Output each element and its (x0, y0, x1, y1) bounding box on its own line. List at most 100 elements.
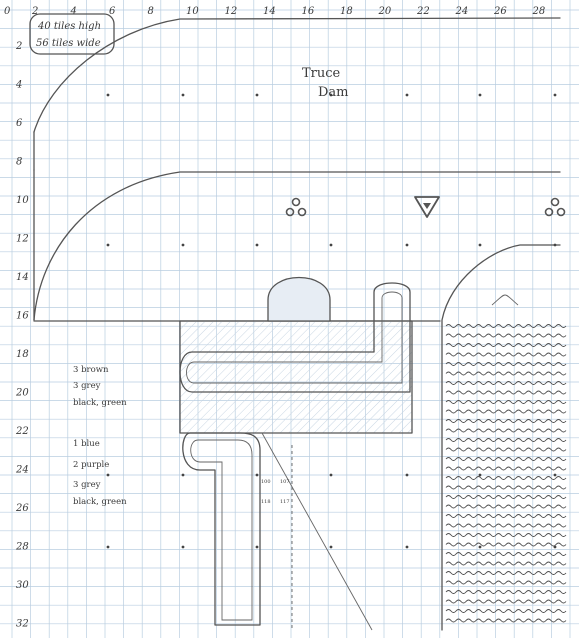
water-wave-line (445, 552, 567, 556)
water-wave-line (445, 324, 567, 328)
dam-wall-block (179, 320, 413, 434)
right-cliff-arc (441, 244, 561, 631)
tile-marker-dot (181, 93, 185, 97)
water-wave-line (445, 599, 567, 604)
y-axis-label: 24 (15, 465, 29, 476)
tile-number: 118 (261, 499, 271, 505)
y-axis-label: 26 (15, 503, 29, 514)
tile-marker-dot (181, 243, 185, 247)
water-wave-line (445, 438, 567, 442)
tile-marker-dot (405, 243, 409, 247)
x-axis-label: 24 (455, 6, 469, 17)
tile-marker-dot (329, 93, 333, 97)
legend-upper-item: 3 brown (73, 365, 109, 375)
triple-circle-emblem-icon (285, 197, 307, 217)
tile-marker-dot (478, 545, 482, 549)
tile-marker-dot (255, 243, 259, 247)
map-title-line-1: Truce (302, 66, 341, 81)
water-wave-line (445, 390, 567, 395)
legend-lower-item: black, green (73, 497, 127, 507)
water-wave-line (445, 495, 567, 499)
water-wave-line (445, 428, 567, 433)
y-axis-label: 32 (16, 619, 29, 630)
water-wave-line (445, 343, 567, 347)
water-wave-line (445, 580, 567, 585)
tile-marker-dot (405, 473, 409, 477)
tile-marker-dot (181, 473, 185, 477)
y-axis-label: 14 (16, 272, 29, 283)
tile-number: 100 (261, 479, 271, 485)
triple-circle-emblem-icon (544, 197, 566, 217)
spillway-tower (182, 432, 261, 626)
legend-upper: 3 brown 3 grey black, green (73, 365, 127, 408)
tile-number: 117 (280, 499, 290, 505)
y-axis-label: 12 (16, 234, 29, 245)
y-axis-label: 4 (15, 80, 22, 91)
water-wave-line (445, 590, 567, 594)
water-wave-line (445, 533, 567, 537)
x-axis-label: 16 (302, 6, 315, 17)
water-wave-line (445, 561, 567, 566)
x-axis-label: 22 (416, 6, 430, 17)
tile-marker-dot (329, 545, 333, 549)
x-axis-label: 10 (186, 6, 199, 17)
water-wave-line (445, 504, 567, 509)
tile-marker-dot (478, 473, 482, 477)
legend-lower-item: 3 grey (73, 480, 101, 490)
water-wave-line (445, 618, 567, 623)
water-wave-line (445, 381, 567, 385)
y-axis-label: 16 (16, 311, 29, 322)
tile-marker-dot (553, 545, 557, 549)
inverted-triangle-icon (414, 196, 440, 218)
x-axis-label: 6 (109, 6, 116, 17)
tile-marker-dot (255, 473, 259, 477)
water-wave-line (445, 419, 567, 423)
tile-marker-dot (329, 473, 333, 477)
legend-lower-item: 1 blue (73, 439, 100, 449)
dam-channel-outer (179, 282, 411, 393)
dam-channel-inner (186, 291, 403, 384)
dam-dome (267, 276, 331, 322)
water-wave-line (445, 333, 567, 338)
legend-upper-item: 3 grey (73, 381, 101, 391)
water-wave-line (445, 409, 567, 414)
origin-label: 0 (4, 6, 11, 17)
y-axis-label: 30 (16, 580, 29, 591)
x-axis-label: 18 (340, 6, 353, 17)
water-wave-line (445, 476, 567, 480)
x-axis-label: 28 (532, 6, 546, 17)
dimensions-line-2: 56 tiles wide (36, 38, 101, 49)
tile-marker-dot (478, 243, 482, 247)
water-wave-line (445, 485, 567, 490)
right-cliff-notch (491, 294, 519, 306)
legend-lower-item: 2 purple (73, 460, 109, 470)
tile-marker-dot (255, 93, 259, 97)
x-axis-label: 20 (378, 6, 392, 17)
x-axis-label: 2 (31, 6, 38, 17)
x-axis-label: 14 (263, 6, 276, 17)
diagonal-wall (261, 432, 373, 631)
y-axis-label: 2 (15, 41, 22, 52)
top-cliff-edge (33, 17, 561, 133)
legend-lower: 1 blue 2 purple 3 grey black, green (73, 439, 127, 507)
tile-marker-dot (478, 93, 482, 97)
water-wave-line (445, 457, 567, 461)
spillway-inner (190, 439, 253, 621)
dimensions-note-box (29, 13, 115, 55)
water-wave-line (445, 523, 567, 528)
x-axis-label: 26 (493, 6, 507, 17)
water-wave-line (445, 571, 567, 575)
dimensions-line-1: 40 tiles high (37, 21, 101, 32)
reservoir-water (445, 324, 567, 623)
water-wave-line (445, 400, 567, 404)
tile-marker-dot (405, 93, 409, 97)
tile-marker-dot (106, 93, 110, 97)
y-axis-label: 22 (15, 426, 29, 437)
tile-marker-dot (553, 243, 557, 247)
legend-upper-item: black, green (73, 398, 127, 408)
y-axis-label: 10 (16, 195, 29, 206)
